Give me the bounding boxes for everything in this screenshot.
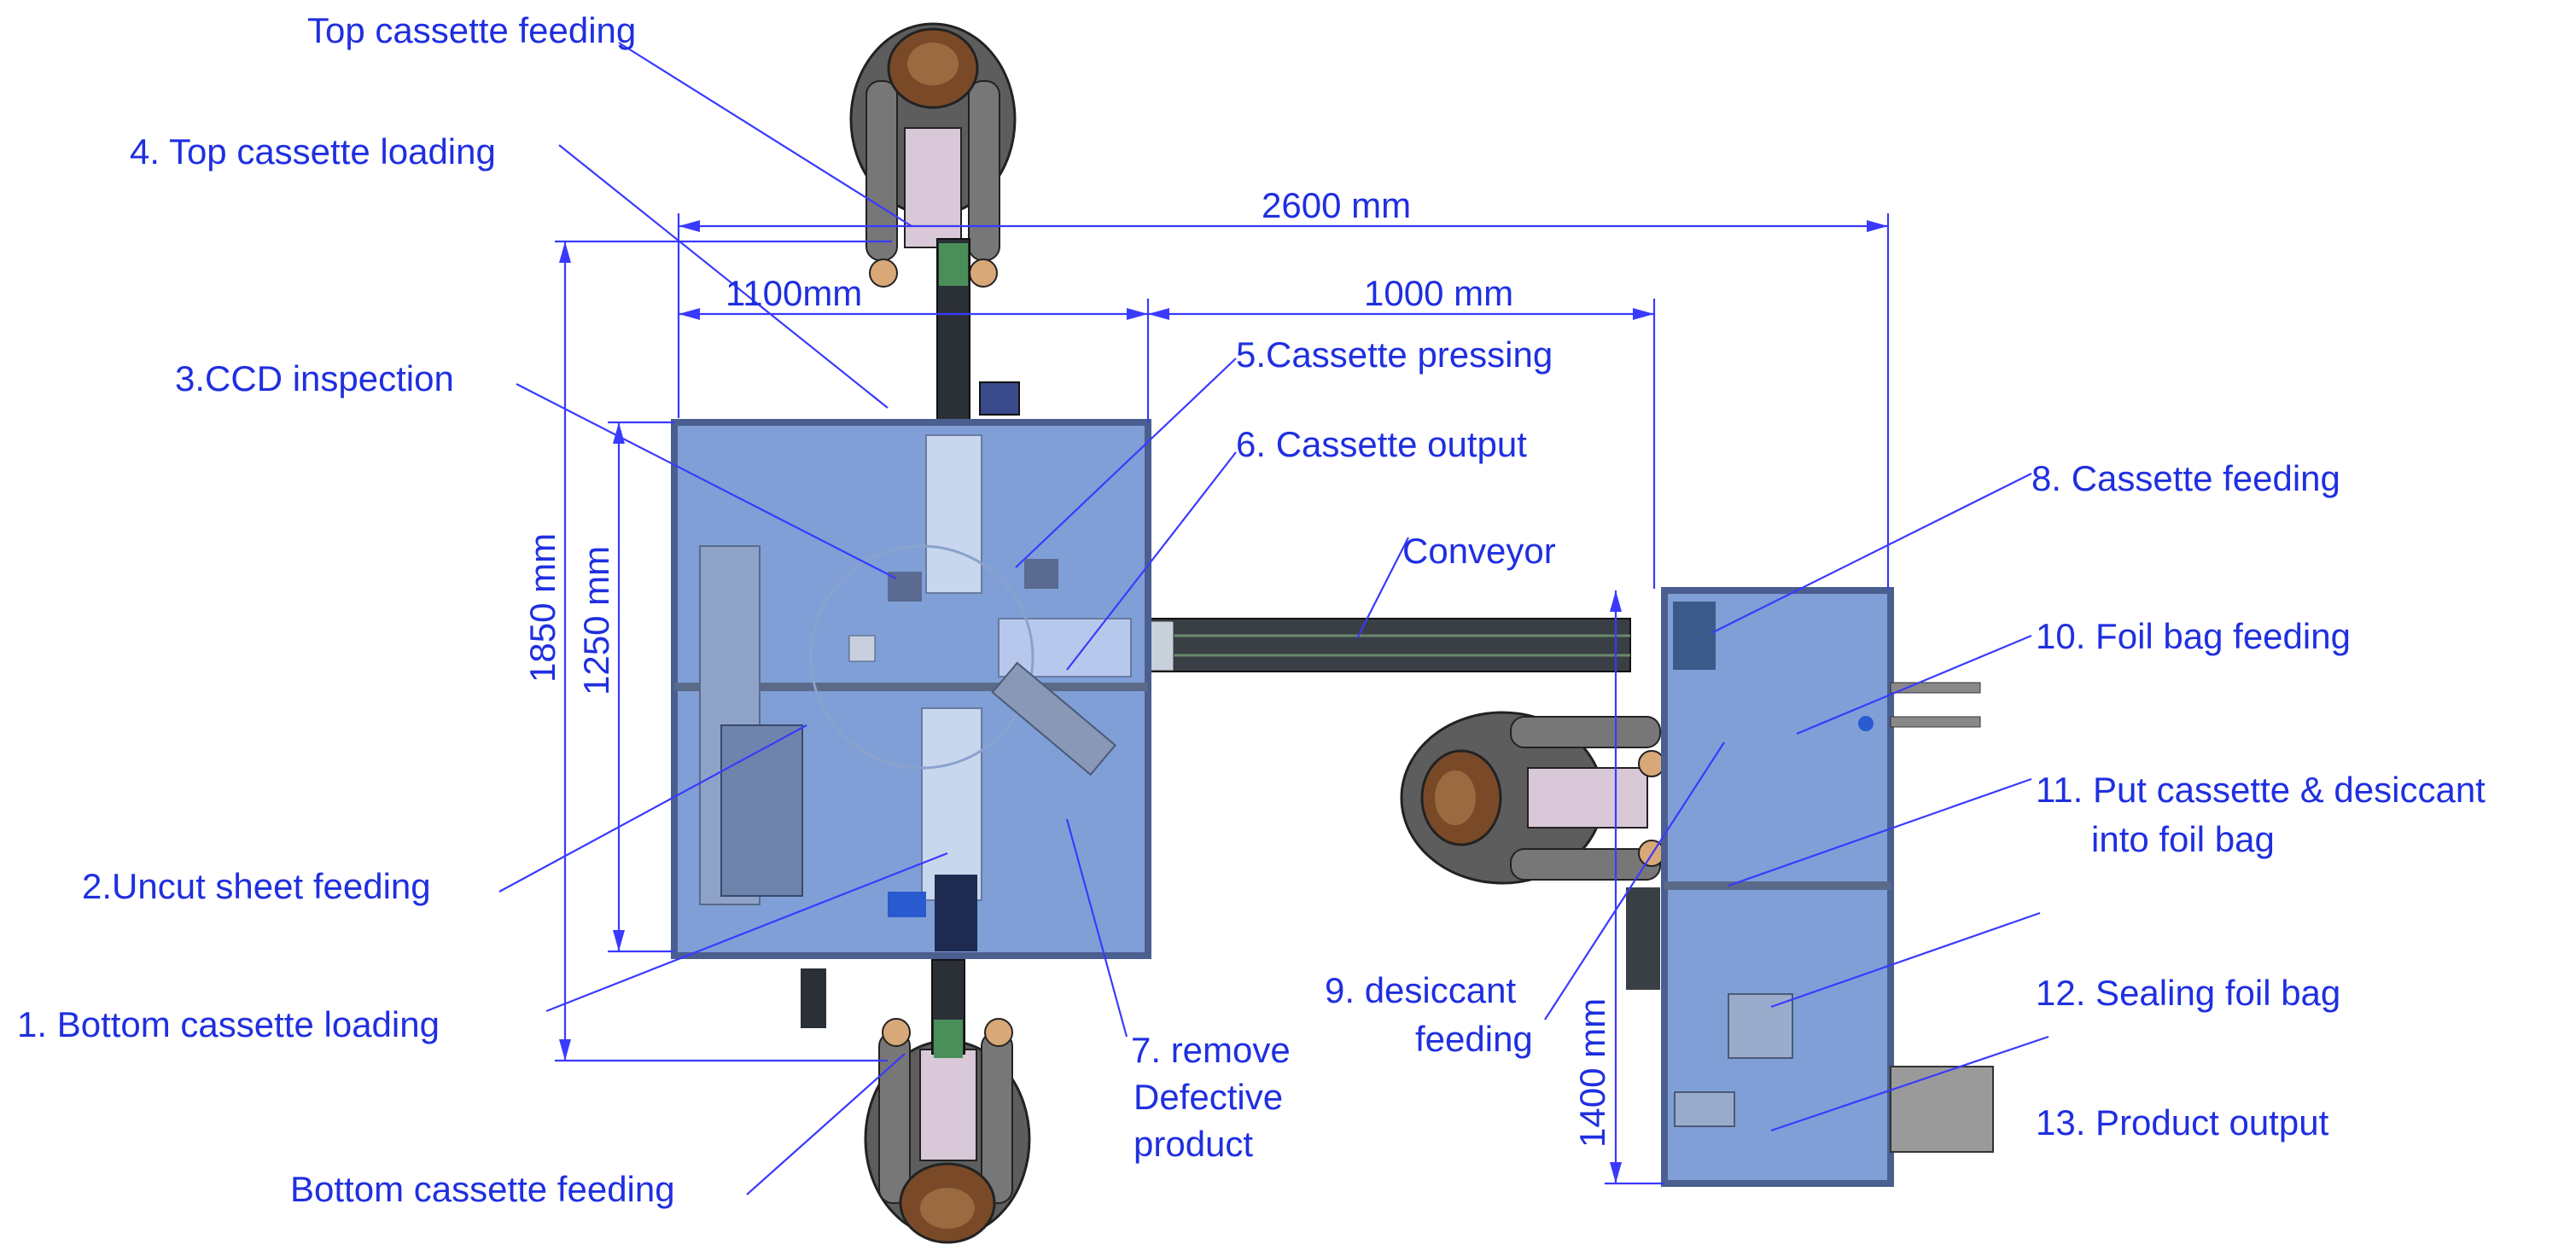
label-bottom-cassette-loading: 1. Bottom cassette loading: [17, 1004, 440, 1044]
label-bottom-cassette-feeding: Bottom cassette feeding: [290, 1169, 675, 1209]
left-machine: [671, 419, 1151, 959]
dimension-right-machine-depth: [1605, 590, 1664, 1185]
label-remove-line2: Defective: [1134, 1077, 1283, 1117]
bottom-feeder-rail: [801, 959, 965, 1058]
label-top-cassette-loading: 4. Top cassette loading: [130, 131, 496, 172]
label-conveyor: Conveyor: [1402, 531, 1556, 571]
label-cassette-output: 6. Cassette output: [1236, 424, 1527, 464]
label-sealing-foil-bag: 12. Sealing foil bag: [2036, 973, 2340, 1013]
label-uncut-sheet-feeding: 2.Uncut sheet feeding: [82, 866, 431, 906]
label-foil-bag-feeding: 10. Foil bag feeding: [2036, 616, 2351, 656]
dim-overall-depth-label: 1850 mm: [522, 533, 562, 683]
dimension-left-machine-width: [679, 299, 1150, 422]
dim-right-depth-label: 1400 mm: [1572, 998, 1612, 1148]
right-machine: [1626, 587, 1994, 1187]
leader-lines: [498, 42, 2049, 1195]
operator-right-figure: [1400, 711, 1665, 885]
label-top-cassette-feeding: Top cassette feeding: [307, 10, 636, 50]
operator-top-figure: [849, 22, 1017, 288]
label-put-cassette-line1: 11. Put cassette & desiccant: [2036, 770, 2486, 810]
dimension-overall-width: [677, 213, 1890, 589]
label-remove-line3: product: [1134, 1124, 1253, 1164]
label-cassette-pressing: 5.Cassette pressing: [1236, 334, 1553, 375]
dim-overall-width-label: 2600 mm: [1262, 185, 1411, 225]
label-desiccant-line2: feeding: [1415, 1019, 1533, 1059]
operator-bottom-figure: [864, 1018, 1031, 1244]
label-product-output: 13. Product output: [2036, 1102, 2329, 1143]
label-remove-line1: 7. remove: [1131, 1030, 1291, 1070]
label-ccd-inspection: 3.CCD inspection: [175, 358, 454, 398]
dim-conveyor-label: 1000 mm: [1364, 273, 1513, 313]
dim-left-width-label: 1100mm: [726, 273, 862, 313]
dimension-conveyor-length: [1148, 299, 1656, 589]
conveyor: [1143, 618, 1631, 672]
dim-left-depth-label: 1250 mm: [576, 546, 616, 695]
dimension-overall-depth: [555, 240, 892, 1062]
dimension-left-machine-depth: [608, 421, 674, 953]
top-feeder-rail: [936, 238, 1020, 427]
label-desiccant-line1: 9. desiccant: [1325, 970, 1516, 1010]
label-cassette-feeding: 8. Cassette feeding: [2031, 458, 2340, 498]
label-put-cassette-line2: into foil bag: [2091, 819, 2275, 859]
